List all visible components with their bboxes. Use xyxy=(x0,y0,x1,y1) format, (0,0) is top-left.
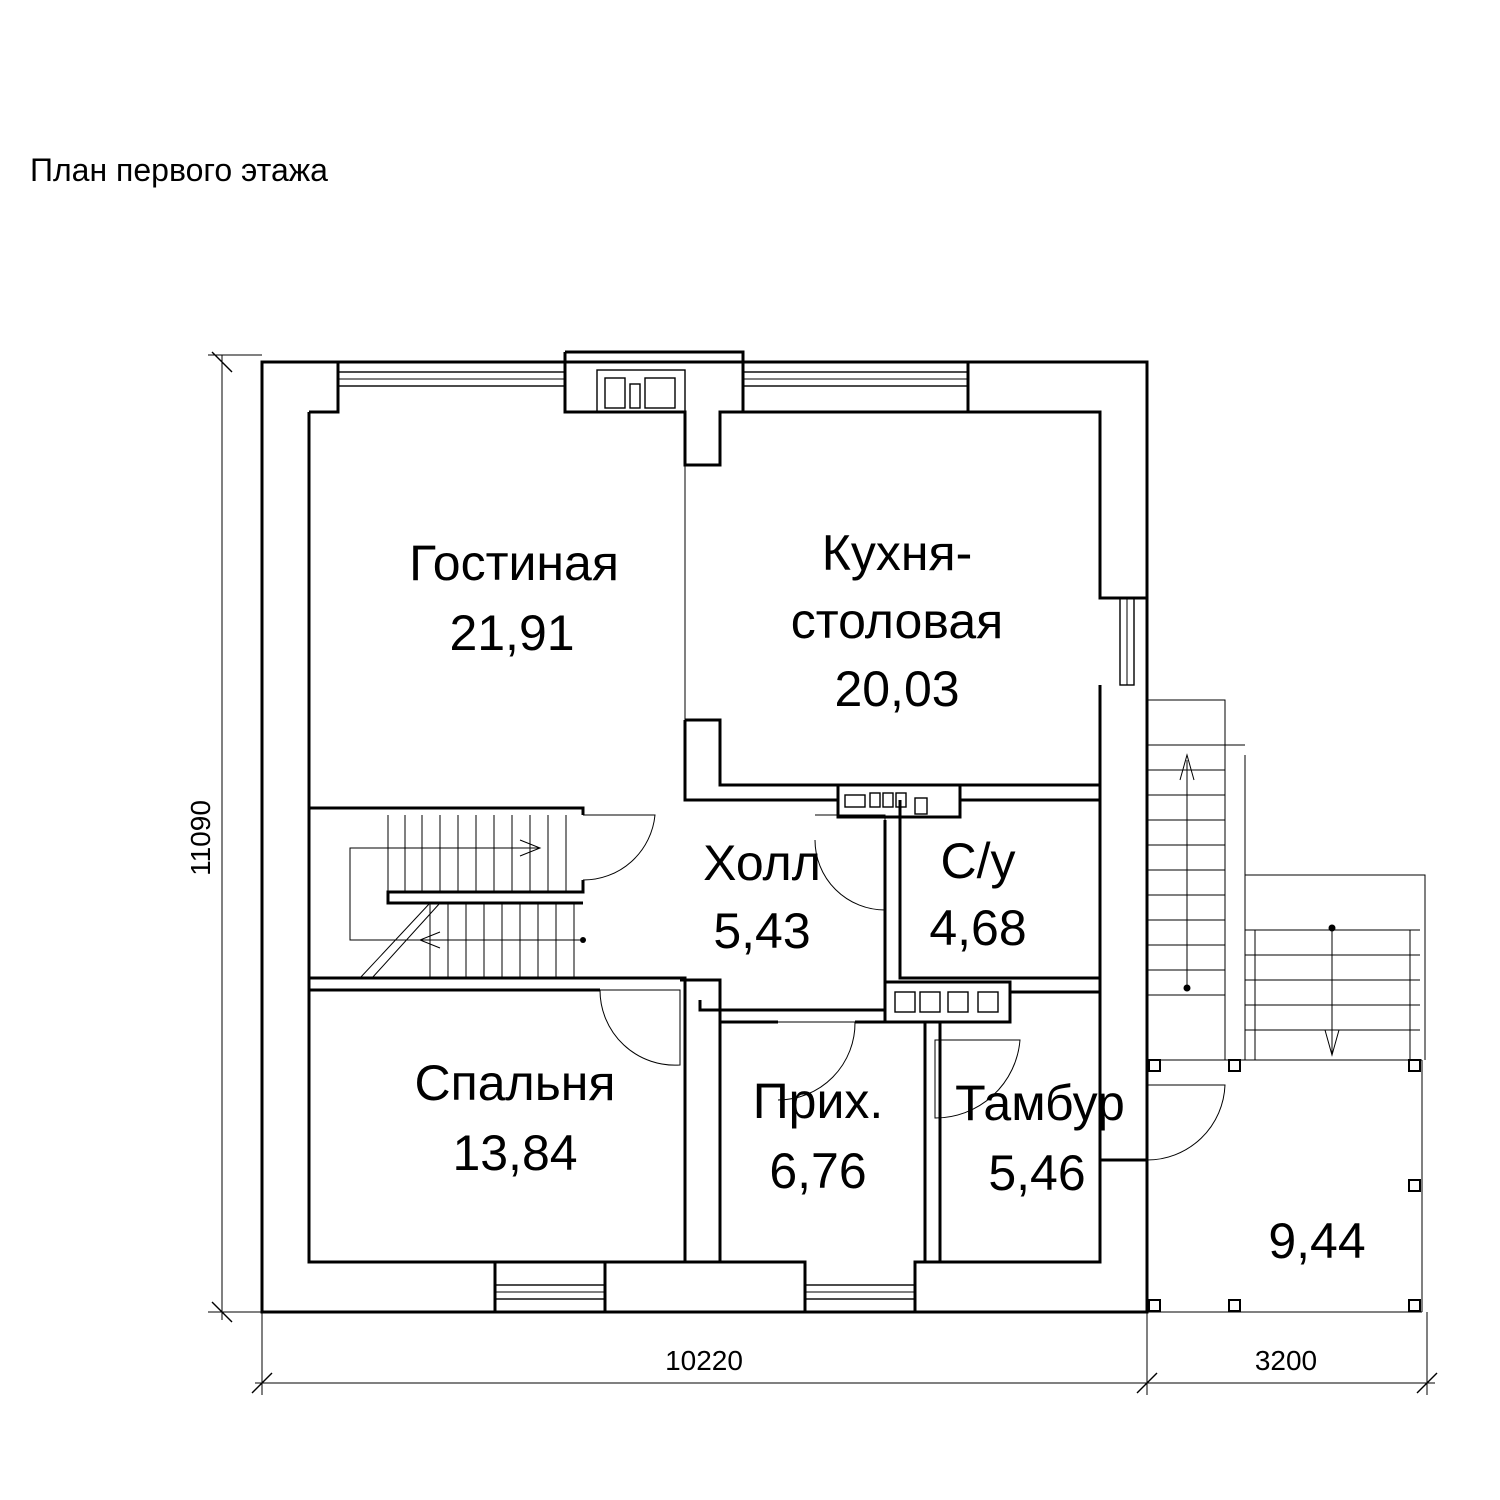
kitchen-area: 20,03 xyxy=(834,661,959,717)
vestibule-area: 5,46 xyxy=(988,1145,1085,1201)
plan-title: План первого этажа xyxy=(30,152,328,188)
kitchen-name-line2: столовая xyxy=(791,593,1003,649)
interior-stair xyxy=(349,815,586,979)
hall-area: 5,43 xyxy=(713,903,810,959)
height-dimension: 11090 xyxy=(185,800,216,876)
entry-name: Прих. xyxy=(753,1073,884,1129)
living-room-area: 21,91 xyxy=(449,605,574,661)
bedroom-name: Спальня xyxy=(415,1055,616,1111)
dimension-labels: 11090 10220 3200 xyxy=(185,800,1317,1376)
hall-name: Холл xyxy=(703,835,821,891)
exterior-stairs xyxy=(1146,699,1426,1313)
bathroom-name: С/у xyxy=(941,833,1016,889)
vent-blocks xyxy=(836,783,1012,1024)
room-labels: Гостиная 21,91 Кухня- столовая 20,03 Хол… xyxy=(409,525,1366,1269)
kitchen-name-line1: Кухня- xyxy=(822,525,972,581)
doors xyxy=(582,814,1226,1161)
bedroom-area: 13,84 xyxy=(452,1125,577,1181)
terrace-width-dimension: 3200 xyxy=(1255,1345,1317,1376)
interior-walls xyxy=(307,410,1100,1264)
dimension-lines xyxy=(208,351,1438,1395)
terrace-area: 9,44 xyxy=(1268,1213,1365,1269)
living-room-name: Гостиная xyxy=(409,535,619,591)
main-width-dimension: 10220 xyxy=(665,1345,743,1376)
bathroom-area: 4,68 xyxy=(929,900,1026,956)
vestibule-name: Тамбур xyxy=(955,1075,1125,1131)
terrace-posts xyxy=(1148,1059,1421,1312)
windows xyxy=(337,371,1135,1300)
fireplace-top xyxy=(596,369,686,413)
entry-area: 6,76 xyxy=(769,1143,866,1199)
